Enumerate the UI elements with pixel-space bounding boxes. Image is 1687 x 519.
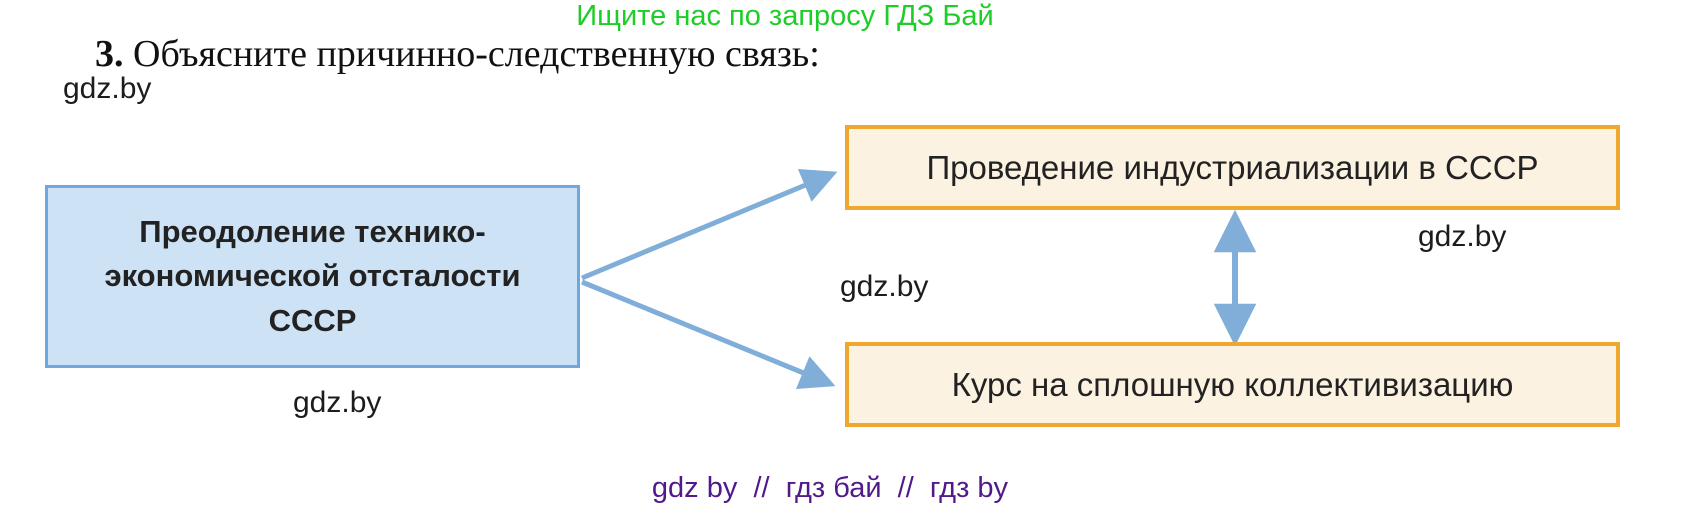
promo-banner-text: Ищите нас по запросу ГДЗ Бай [576,0,994,32]
effect-box-collectivization: Курс на сплошную коллективизацию [845,342,1620,427]
arrow-cause-to-industrialization [581,169,838,281]
effect-box-collectivization-label: Курс на сплошную коллективизацию [951,365,1514,403]
effect-box-industrialization: Проведение индустриализации в СССР [845,125,1620,210]
cause-box: Преодоление технико-экономической отстал… [45,185,580,368]
task-number: 3. [95,33,124,75]
watermark-middle: gdz.by [840,270,929,303]
effect-box-industrialization-label: Проведение индустриализации в СССР [926,148,1539,186]
footer-search-tags: gdz by // гдз бай // гдз by [651,472,1009,504]
watermark-below-cause-box: gdz.by [293,386,382,419]
cause-box-label: Преодоление технико-экономической отстал… [104,214,521,338]
watermark-top-left: gdz.by [63,72,152,105]
task-text: Объясните причинно-следственную связь: [123,33,820,75]
watermark-below-effect1-box: gdz.by [1418,220,1507,253]
arrow-cause-to-collectivization [581,279,836,390]
task-title: 3. Объясните причинно-следственную связь… [95,32,995,76]
